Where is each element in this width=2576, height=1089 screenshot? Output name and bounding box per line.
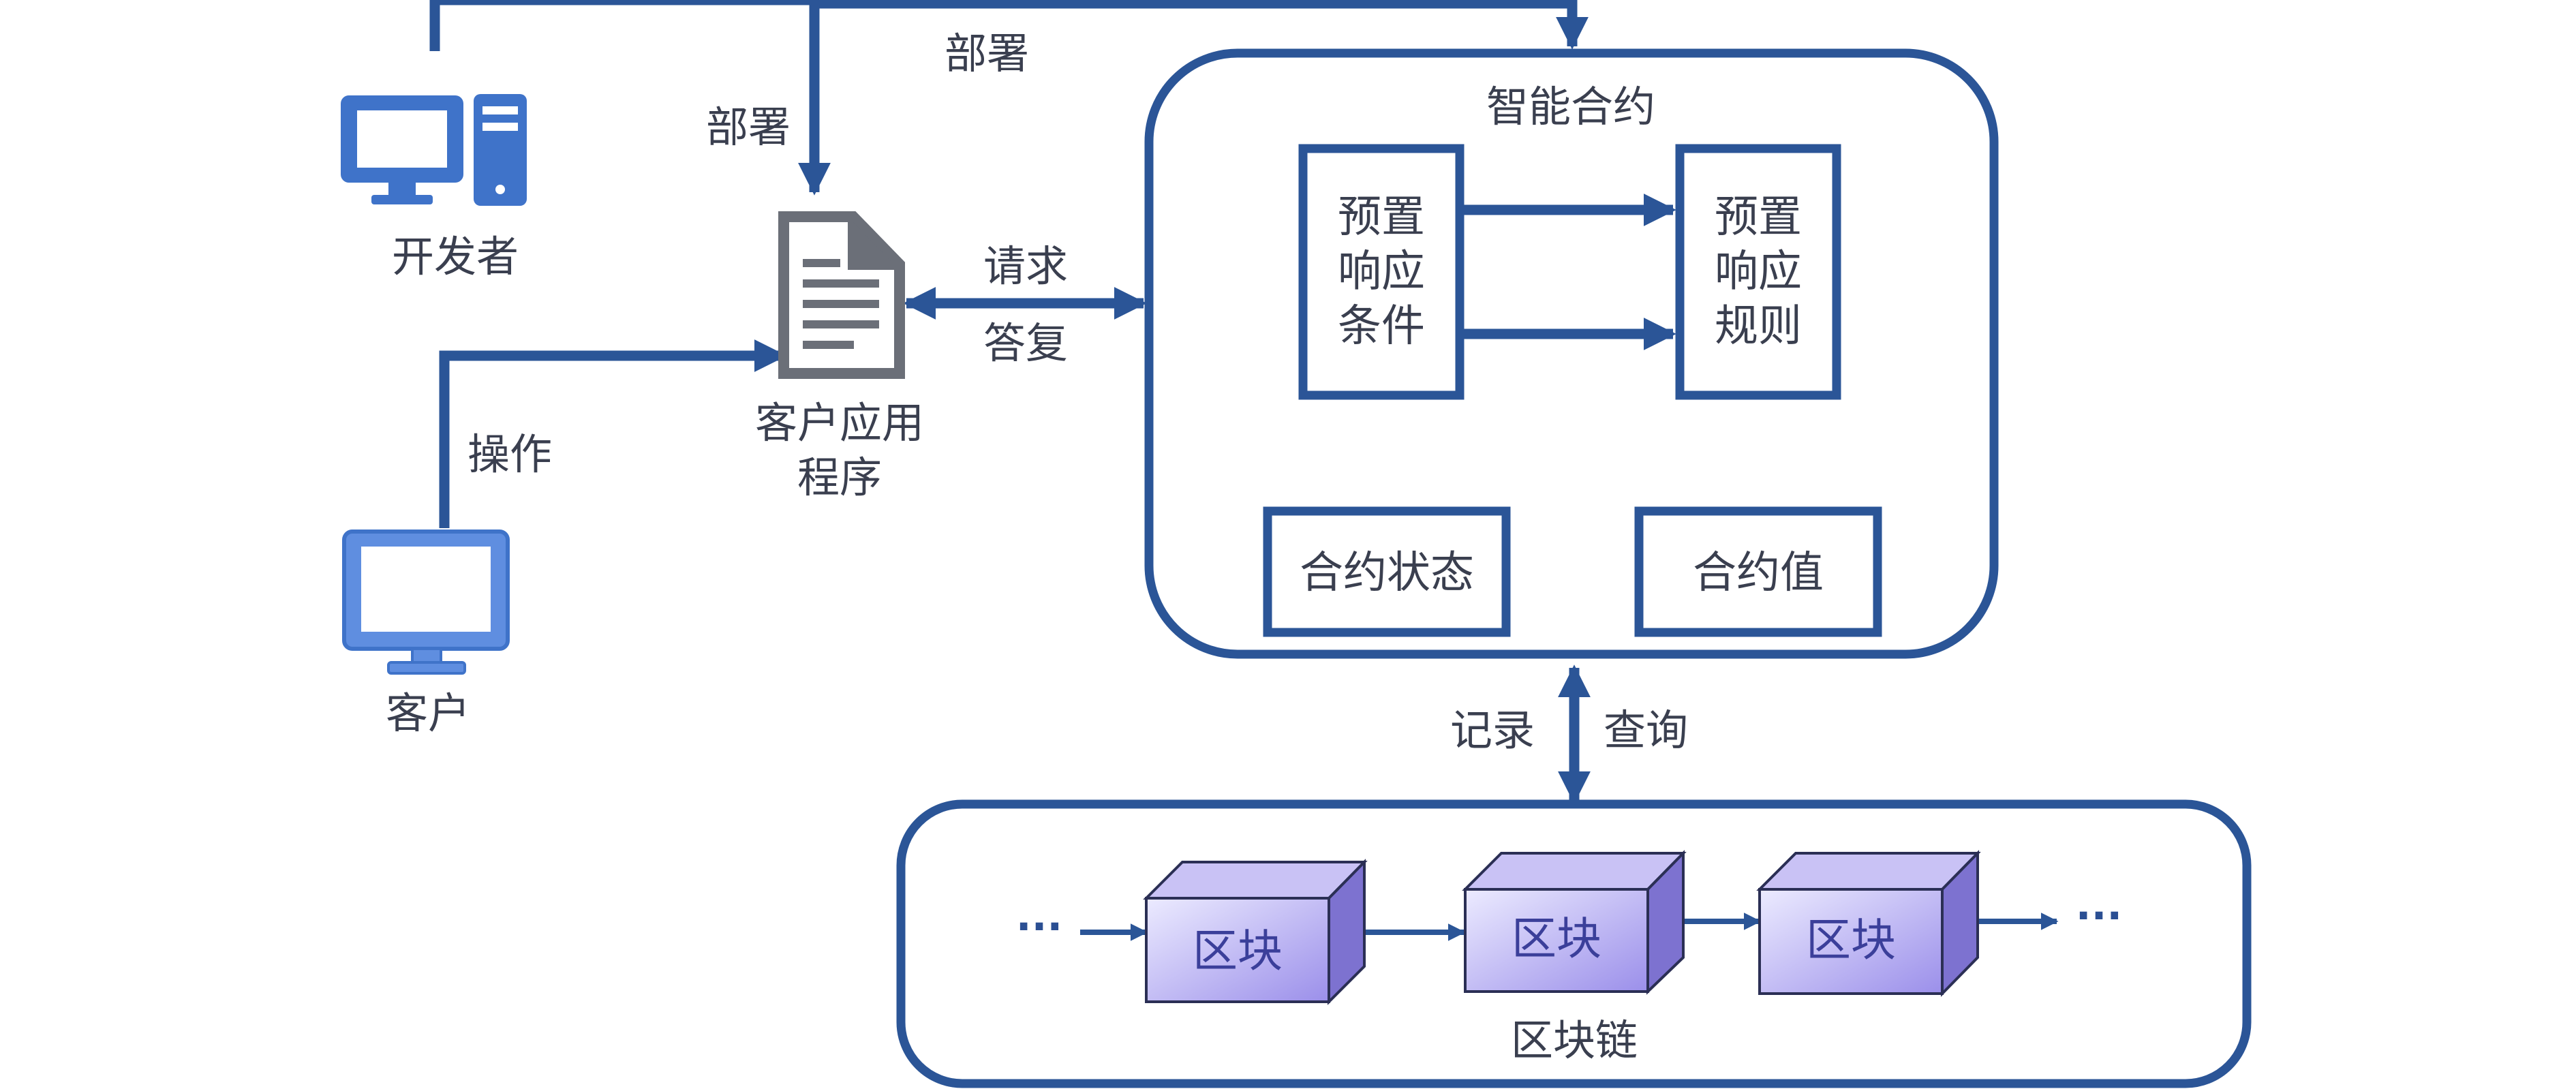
chain-ellipsis-right: ···: [2076, 892, 2122, 940]
rule-box: [1675, 144, 1841, 400]
deploy-arrow-to-app: [429, 0, 831, 196]
condition-line-2: 响应: [1338, 247, 1425, 297]
rule-line-2: 响应: [1715, 247, 1802, 297]
block-1-label: 区块: [1193, 925, 1283, 977]
smart-contract-container: [1144, 48, 1999, 659]
block-3-label: 区块: [1806, 914, 1896, 966]
rule-line-1: 预置: [1715, 192, 1802, 243]
deploy-arrow-to-contract: [814, 0, 1589, 50]
contract-state-box: [1263, 506, 1511, 637]
deploy-top-label: 部署: [945, 29, 1029, 78]
blockchain-title: 区块链: [1511, 1015, 1638, 1065]
app-label-line2: 程序: [797, 453, 882, 502]
query-label: 查询: [1604, 705, 1688, 755]
deploy-left-label: 部署: [706, 102, 791, 152]
connectors: [429, 0, 1676, 804]
condition-box: [1298, 144, 1465, 400]
block-2: 区块: [1462, 850, 1687, 995]
document-icon: [778, 211, 905, 379]
contract-value-box: [1634, 506, 1882, 637]
rule-line-3: 规则: [1715, 301, 1802, 352]
block-2-label: 区块: [1512, 912, 1601, 965]
block-3: 区块: [1756, 850, 1981, 997]
request-label: 请求: [983, 241, 1068, 291]
chain-ellipsis-left: ···: [1016, 903, 1062, 951]
condition-line-3: 条件: [1338, 301, 1425, 352]
app-label-line1: 客户应用: [755, 398, 924, 448]
client-label: 客户: [386, 688, 470, 738]
contract-state-label: 合约状态: [1300, 548, 1474, 598]
chain-arrows: [1080, 912, 2059, 941]
condition-line-1: 预置: [1338, 192, 1425, 243]
contract-value-label: 合约值: [1693, 548, 1824, 598]
operate-arrow: [439, 339, 787, 528]
operate-label: 操作: [467, 429, 552, 479]
desktop-computer-icon: [341, 94, 527, 206]
record-label: 记录: [1450, 705, 1535, 755]
monitor-icon: [342, 530, 510, 675]
reply-label: 答复: [983, 318, 1068, 368]
block-1: 区块: [1143, 859, 1368, 1005]
developer-label: 开发者: [392, 232, 519, 281]
blockchain-container: [896, 799, 2252, 1088]
smart-contract-title: 智能合约: [1486, 82, 1655, 132]
